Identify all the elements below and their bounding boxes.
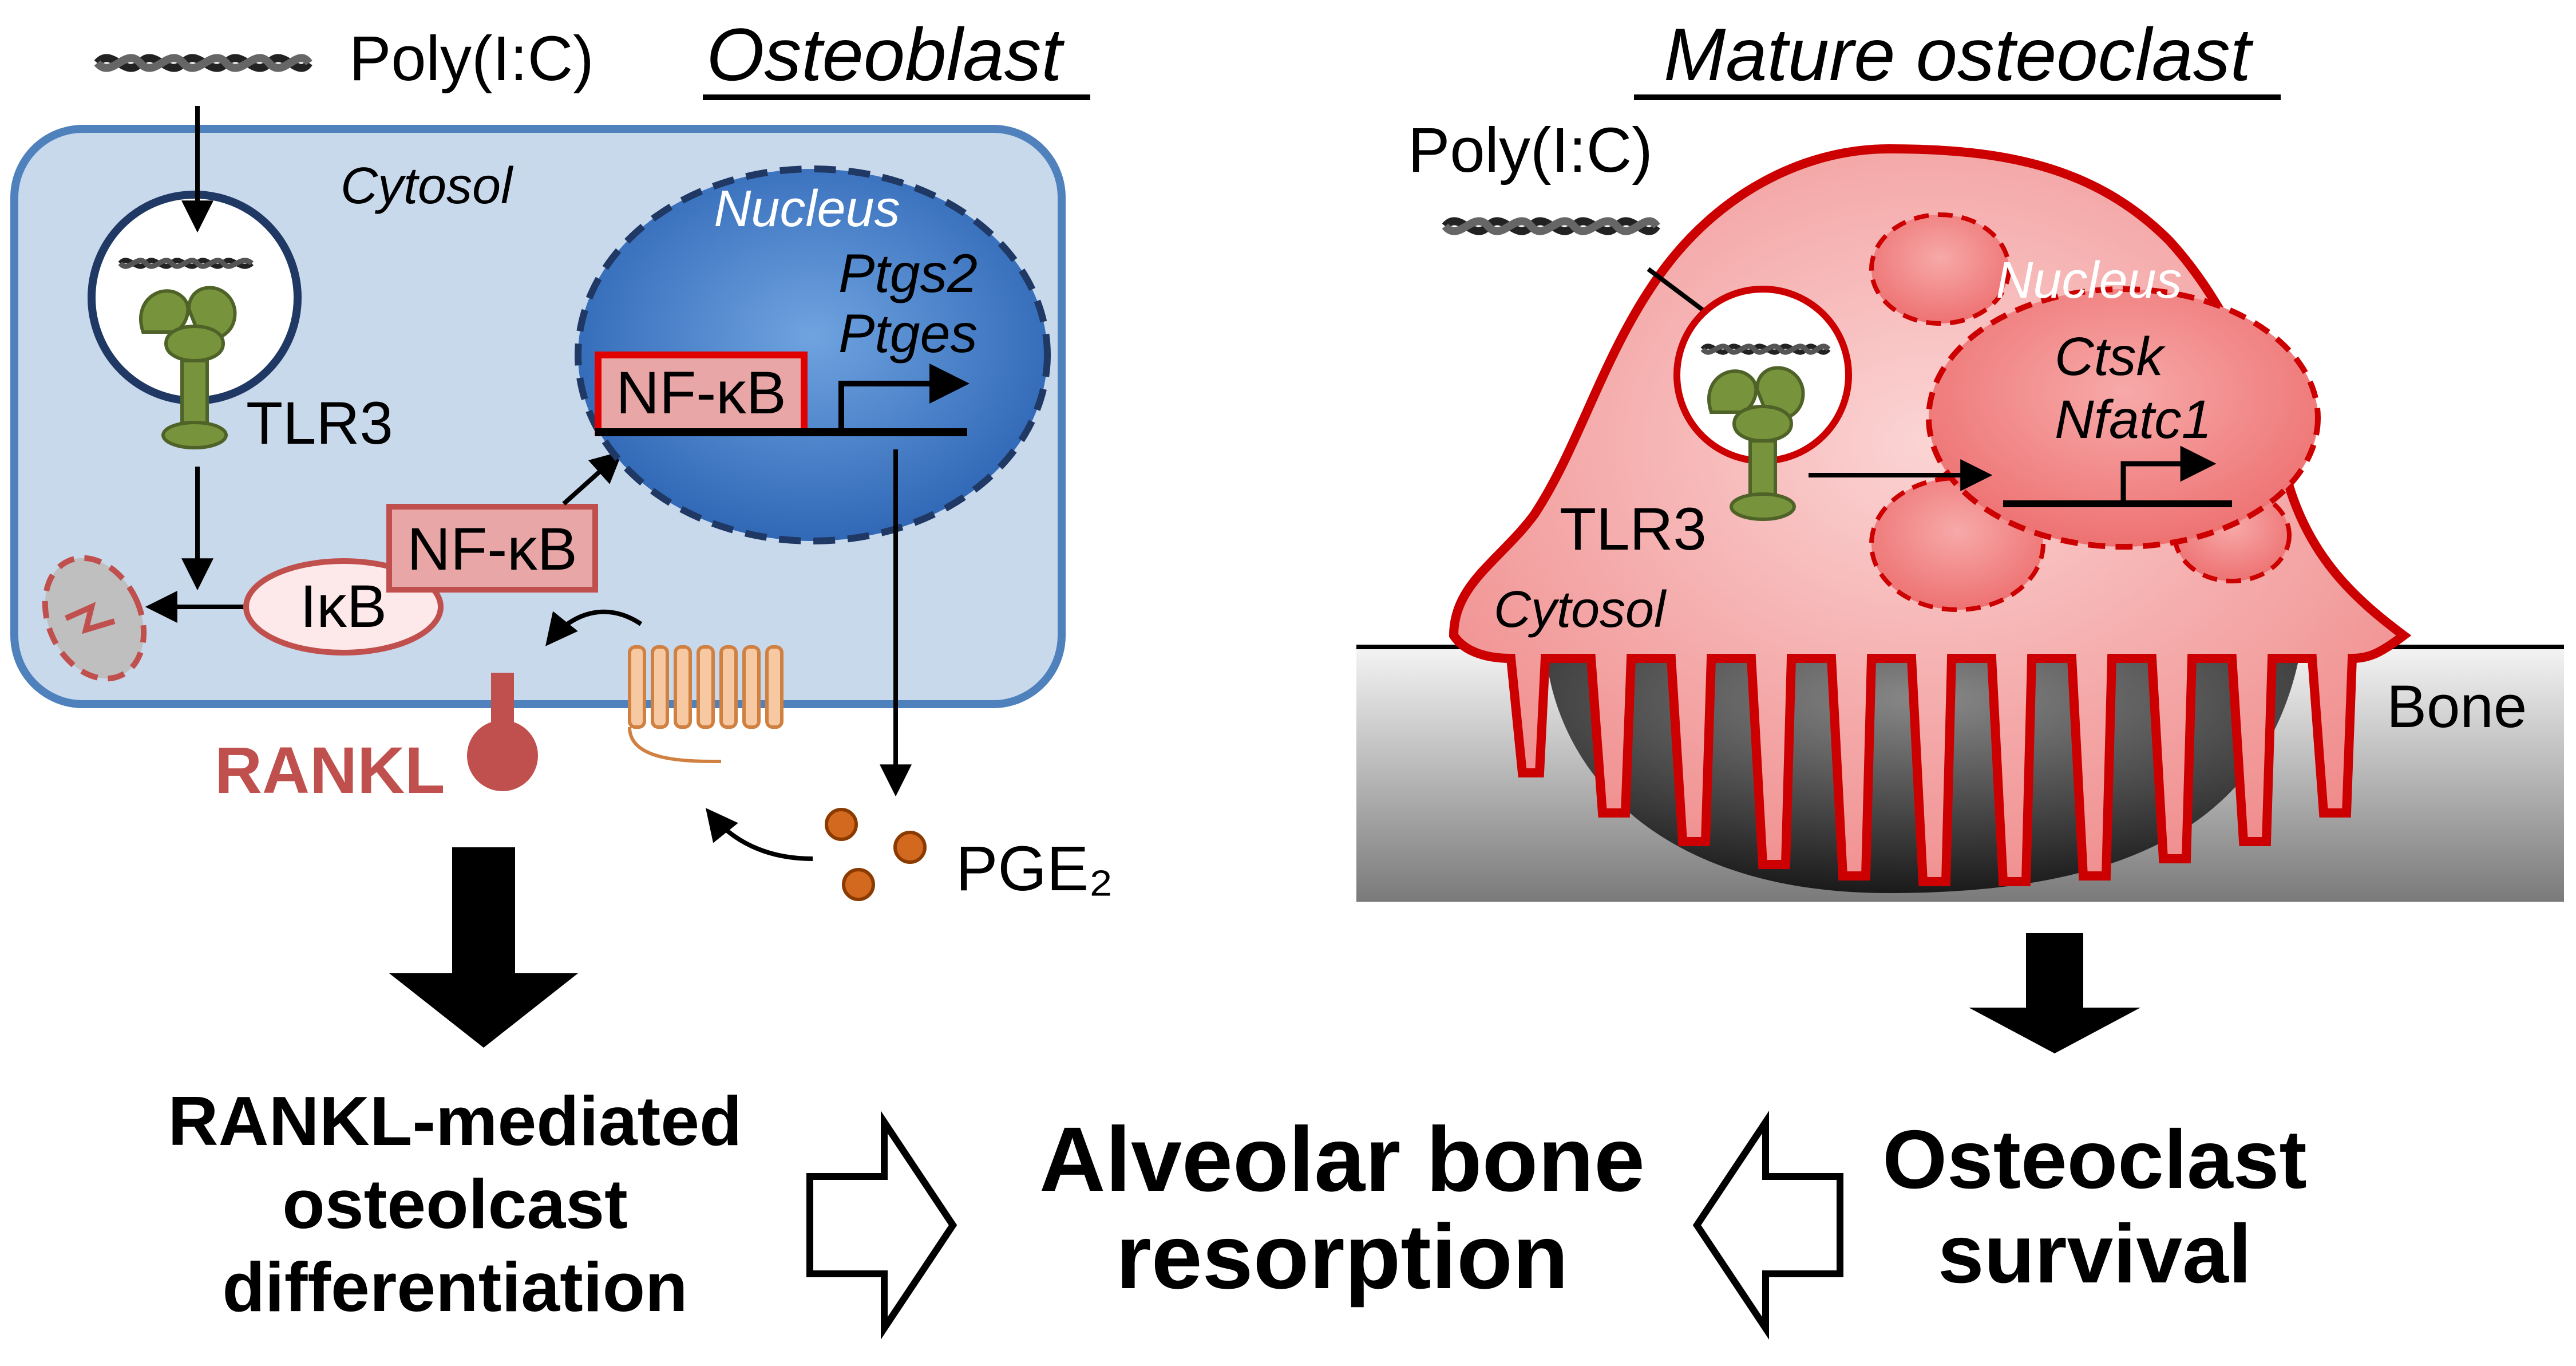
transcription-start-arrow-oc (2120, 445, 2217, 504)
rankl-label: RANKL (215, 734, 445, 807)
osteoblast-cytosol-label: Cytosol (341, 157, 514, 215)
transcription-start-arrow (838, 364, 970, 432)
dsrna-icon-oc (1442, 217, 1660, 235)
ep-receptor-icon (628, 645, 784, 763)
right-outcome-line2: survival (1938, 1207, 2251, 1300)
gene-ptges: Ptges (838, 303, 978, 364)
arrow-nfkb-to-nucleus (562, 451, 623, 506)
osteoclast-nucleus-label: Nucleus (1996, 252, 2182, 309)
left-outcome-line1: RANKL-mediated (168, 1082, 742, 1160)
big-arrow-right (1969, 933, 2140, 1053)
big-arrow-left (389, 847, 578, 1048)
hollow-arrow-left-to-center (806, 1111, 957, 1340)
osteoclast-title: Mature osteoclast (1664, 13, 2254, 96)
dsrna-icon (94, 54, 312, 72)
nfkb-cyto-label: NF-κB (407, 516, 577, 583)
arrow-pge2-to-receptor (705, 808, 813, 861)
pge2-label: PGE₂ (956, 834, 1113, 904)
hollow-arrow-right-to-center (1692, 1111, 1843, 1340)
ikb-label: IκB (300, 573, 387, 640)
osteoblast-title: Osteoblast (706, 13, 1065, 96)
pge2-molecules (825, 808, 927, 901)
nfkb-cyto-box (386, 504, 598, 593)
left-outcome-line3: differentiation (222, 1248, 687, 1326)
dsrna-icon-endosome (118, 258, 254, 269)
osteoclast-ligand-label: Poly(I:C) (1408, 115, 1653, 185)
nfkb-nuclear-box (595, 352, 808, 436)
osteoclast-nucleus-small-1 (1869, 212, 2011, 326)
tlr3-icon (139, 286, 237, 449)
tlr3-icon-oc (1707, 366, 1805, 521)
osteoblast-nucleus-label: Nucleus (714, 180, 900, 238)
gene-ctsk: Ctsk (2055, 326, 2166, 387)
osteoclast-tlr3-label: TLR3 (1560, 496, 1707, 563)
osteoblast-tlr3-label: TLR3 (246, 390, 393, 457)
gene-nfatc1: Nfatc1 (2055, 389, 2212, 450)
bone-label: Bone (2387, 673, 2527, 740)
center-outcome-line2: resorption (1115, 1205, 1568, 1308)
right-outcome-line1: Osteoclast (1882, 1113, 2306, 1206)
arrow-receptor-to-nfkb (545, 609, 643, 646)
osteoblast-nucleus (575, 165, 1051, 544)
center-outcome-line1: Alveolar bone (1039, 1108, 1645, 1210)
rankl-icon (467, 673, 538, 791)
gene-ptgs2: Ptgs2 (838, 243, 978, 304)
osteoclast-nucleus-main (1926, 286, 2321, 550)
nfkb-nuclear-label: NF-κB (616, 360, 786, 427)
osteoclast-cytosol-label: Cytosol (1494, 581, 1667, 638)
dsrna-icon-oc-endosome (1700, 344, 1831, 355)
left-outcome-line2: osteolcast (282, 1165, 627, 1243)
degraded-ikb-icon (42, 555, 147, 682)
osteoblast-ligand-label: Poly(I:C) (349, 23, 594, 94)
